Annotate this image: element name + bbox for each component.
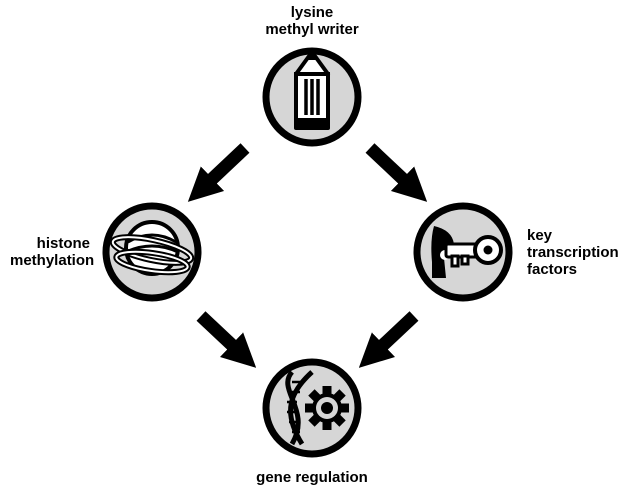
label-line: lysine	[290, 4, 334, 21]
arrow-left-to-bottom	[196, 311, 257, 368]
label-line: key	[527, 227, 553, 244]
pencil-icon	[294, 50, 330, 130]
node-histone-methylation	[102, 202, 202, 302]
label-line: factors	[527, 261, 578, 278]
label-line: methyl writer	[265, 21, 359, 38]
label-line: gene regulation	[256, 469, 368, 486]
dna-icon	[285, 370, 314, 446]
label-line: transcription	[527, 244, 619, 261]
label-line: methylation	[10, 252, 95, 269]
label-histone-methylation: histone methylation	[10, 235, 95, 269]
arrow-top-to-right	[365, 143, 428, 202]
dna-gear-icon	[285, 370, 349, 446]
key-icon	[431, 226, 503, 278]
node-lysine-methyl-writer	[262, 47, 362, 147]
histone-icon	[109, 220, 195, 276]
label-gene-regulation: gene regulation	[212, 469, 412, 486]
label-line: histone	[36, 235, 90, 252]
node-key-transcription-factors	[413, 202, 513, 302]
label-key-transcription-factors: key transcription factors	[527, 227, 625, 278]
arrow-right-to-bottom	[358, 311, 419, 368]
node-gene-regulation	[262, 358, 362, 458]
label-lysine-methyl-writer: lysine methyl writer	[212, 4, 412, 38]
gear-icon	[305, 386, 349, 430]
arrow-top-to-left	[187, 143, 250, 202]
